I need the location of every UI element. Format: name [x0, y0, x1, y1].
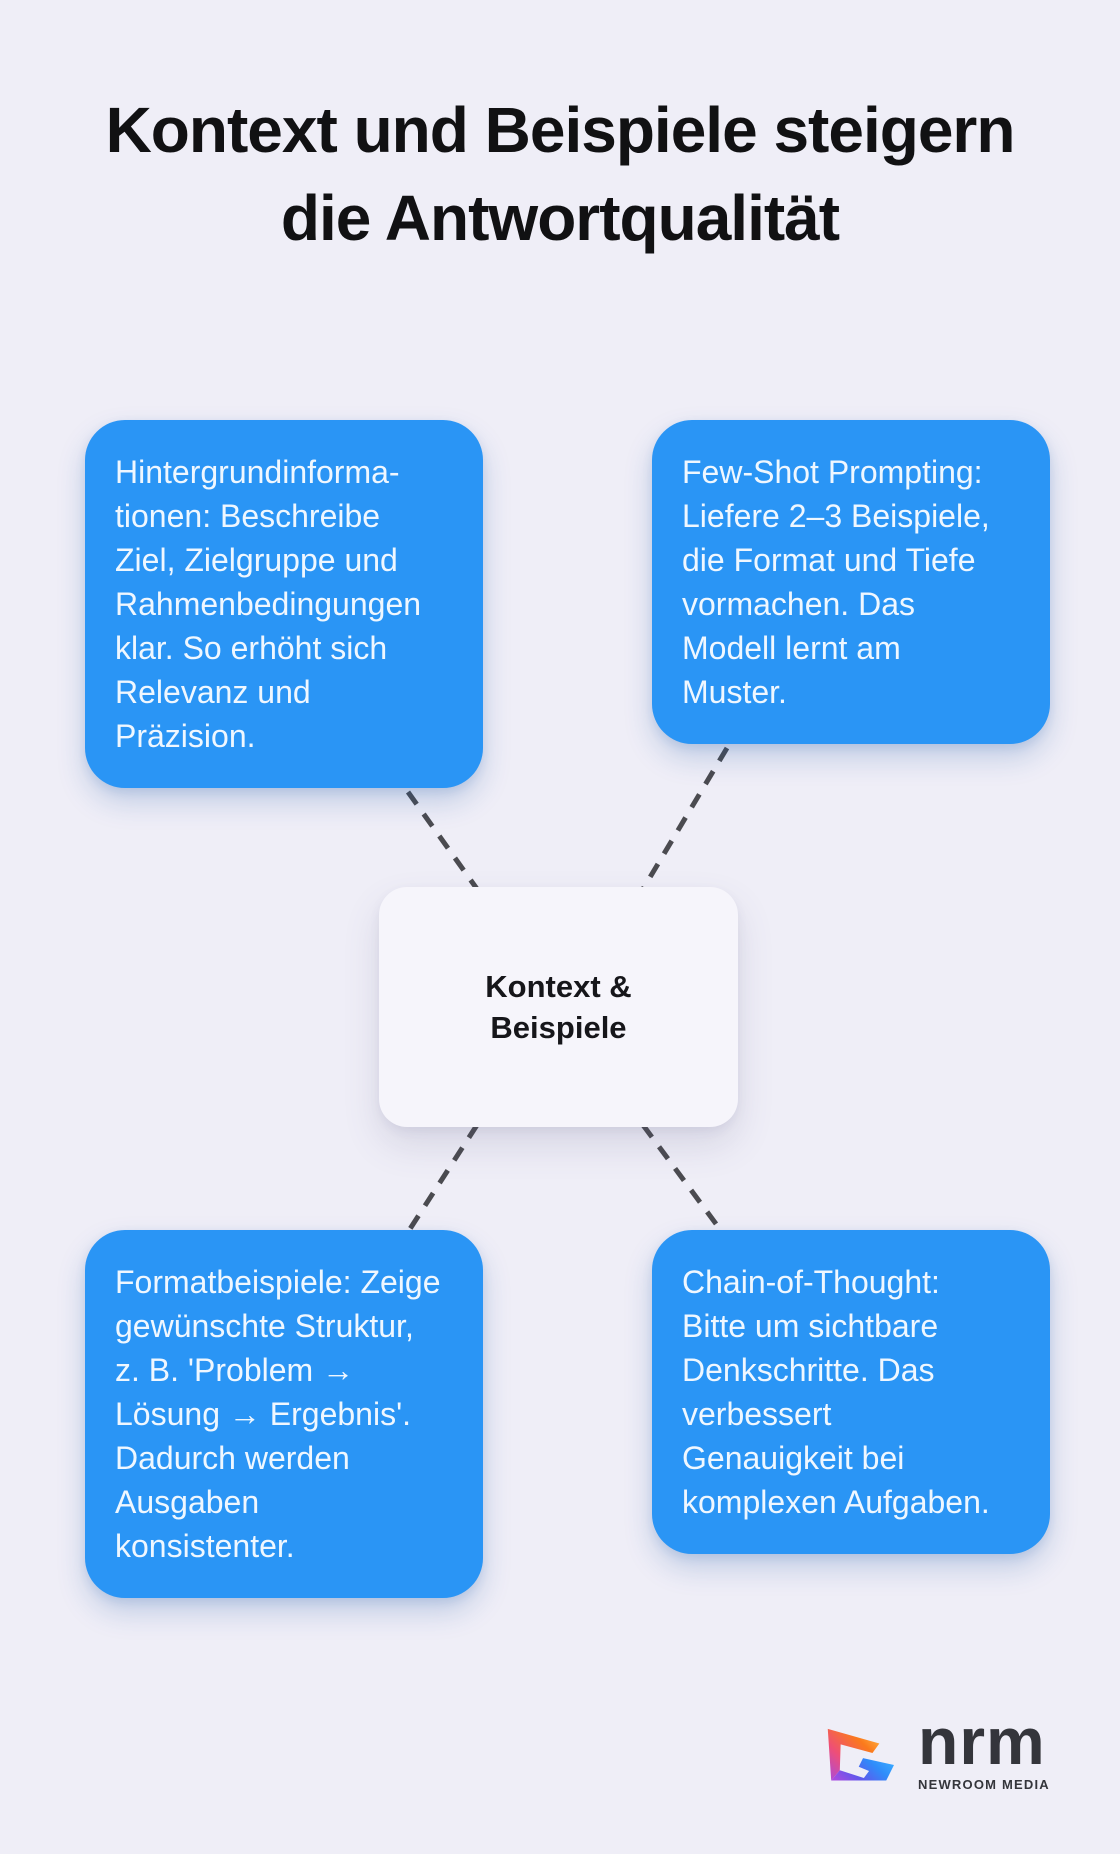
nrm-logo: nrm NEWROOM MEDIA: [814, 1704, 1050, 1796]
node-chain-of-thought: Chain-of-Thought: Bitte um sichtbare Den…: [652, 1230, 1050, 1554]
node-text: Few-Shot Prompting: Liefere 2–3 Beispiel…: [682, 454, 990, 710]
center-node-label: Kontext & Beispiele: [485, 969, 632, 1045]
node-few-shot-prompting: Few-Shot Prompting: Liefere 2–3 Beispiel…: [652, 420, 1050, 744]
connector-line-top-right: [640, 746, 730, 891]
node-formatbeispiele: Formatbeispiele: Zeige gewünschte Strukt…: [85, 1230, 483, 1598]
node-hintergrundinformationen: Hintergrundinforma- tionen: Beschreibe Z…: [85, 420, 483, 788]
page-title: Kontext und Beispiele steigern die Antwo…: [105, 94, 1016, 254]
center-node: Kontext & Beispiele: [379, 887, 738, 1127]
connector-line-bottom-left: [405, 1123, 480, 1234]
node-text: Formatbeispiele: Zeige gewünschte Strukt…: [115, 1264, 441, 1564]
connector-line-bottom-right: [640, 1123, 725, 1234]
logo-subtitle: NEWROOM MEDIA: [918, 1777, 1050, 1792]
connector-line-top-left: [405, 790, 480, 891]
logo-wordmark: nrm: [918, 1704, 1046, 1778]
node-text: Hintergrundinforma- tionen: Beschreibe Z…: [115, 454, 422, 754]
logo-text-column: nrm NEWROOM MEDIA: [918, 1704, 1050, 1792]
node-text: Chain-of-Thought: Bitte um sichtbare Den…: [682, 1264, 990, 1520]
nrm-logo-icon: [827, 1728, 894, 1781]
